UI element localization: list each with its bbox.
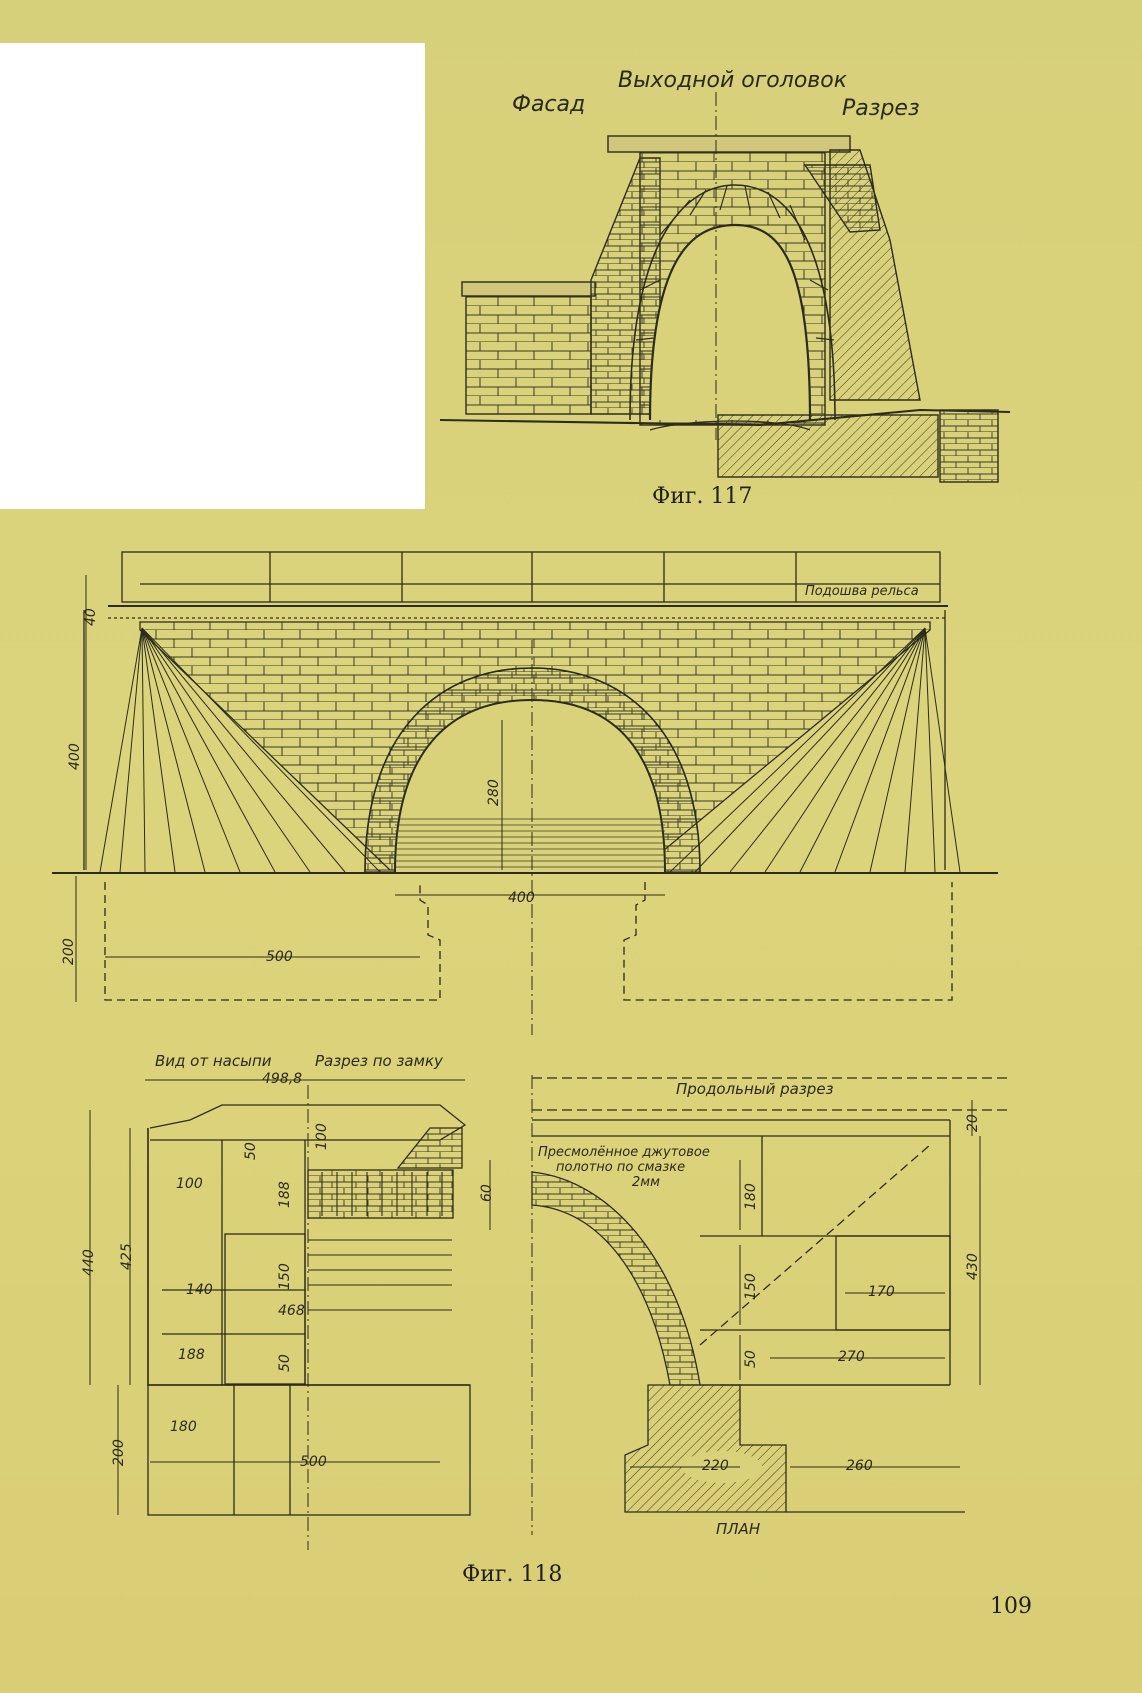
- dim-50-b: 50: [277, 1354, 293, 1372]
- fig118-sections: [89, 1075, 1010, 1550]
- fig118-elevation: [52, 551, 998, 1035]
- fig118-caption: Фиг. 118: [462, 1562, 563, 1587]
- dim-60: 60: [479, 1184, 495, 1202]
- dim-100-a: 100: [176, 1176, 203, 1192]
- dim-180-left: 180: [170, 1419, 197, 1435]
- fig117-label-facade: Фасад: [512, 92, 586, 117]
- dim-150-right: 150: [743, 1273, 759, 1300]
- fig117-drawing: [439, 92, 1011, 483]
- note-line3: 2мм: [632, 1175, 660, 1190]
- dim-270: 270: [838, 1349, 865, 1365]
- dim-188-b: 188: [178, 1347, 205, 1363]
- fig117-caption: Фиг. 117: [652, 484, 753, 509]
- dim-50-a: 50: [243, 1142, 259, 1160]
- dim-500-upper: 500: [266, 949, 293, 965]
- label-section-key: Разрез по замку: [315, 1052, 443, 1070]
- dim-400-left: 400: [67, 743, 83, 770]
- dim-468: 468: [278, 1303, 305, 1319]
- fig117-title: Выходной оголовок: [618, 68, 848, 93]
- fig117-label-section: Разрез: [842, 96, 920, 121]
- dim-200-lower: 200: [111, 1439, 127, 1466]
- dim-140: 140: [186, 1282, 213, 1298]
- dim-20: 20: [965, 1114, 981, 1132]
- dim-220: 220: [702, 1458, 729, 1474]
- label-longitudinal: Продольный разрез: [676, 1080, 834, 1098]
- label-plan: ПЛАН: [716, 1520, 761, 1538]
- dim-170: 170: [868, 1284, 895, 1300]
- dim-150-a: 150: [277, 1263, 293, 1290]
- dim-40: 40: [83, 608, 99, 626]
- dim-100-b: 100: [314, 1123, 330, 1150]
- dim-280: 280: [486, 779, 502, 806]
- dim-188: 188: [277, 1181, 293, 1208]
- dim-180-right: 180: [743, 1183, 759, 1210]
- rail-base-label: Подошва рельса: [805, 584, 919, 599]
- note-line2: полотно по смазке: [556, 1160, 686, 1175]
- dim-400-bottom: 400: [508, 890, 535, 906]
- note-line1: Пресмолённое джутовое: [538, 1145, 710, 1160]
- dim-440: 440: [81, 1249, 97, 1276]
- dim-498-8: 498,8: [262, 1071, 303, 1087]
- dim-260: 260: [846, 1458, 873, 1474]
- dim-200-upper: 200: [61, 938, 77, 965]
- dim-50-right: 50: [743, 1350, 759, 1368]
- label-view-embankment: Вид от насыпи: [155, 1052, 272, 1070]
- blank-patch: [0, 43, 425, 509]
- dim-500-lower: 500: [300, 1454, 327, 1470]
- dim-430: 430: [965, 1253, 981, 1280]
- dim-425: 425: [119, 1243, 135, 1270]
- page-number: 109: [990, 1594, 1032, 1619]
